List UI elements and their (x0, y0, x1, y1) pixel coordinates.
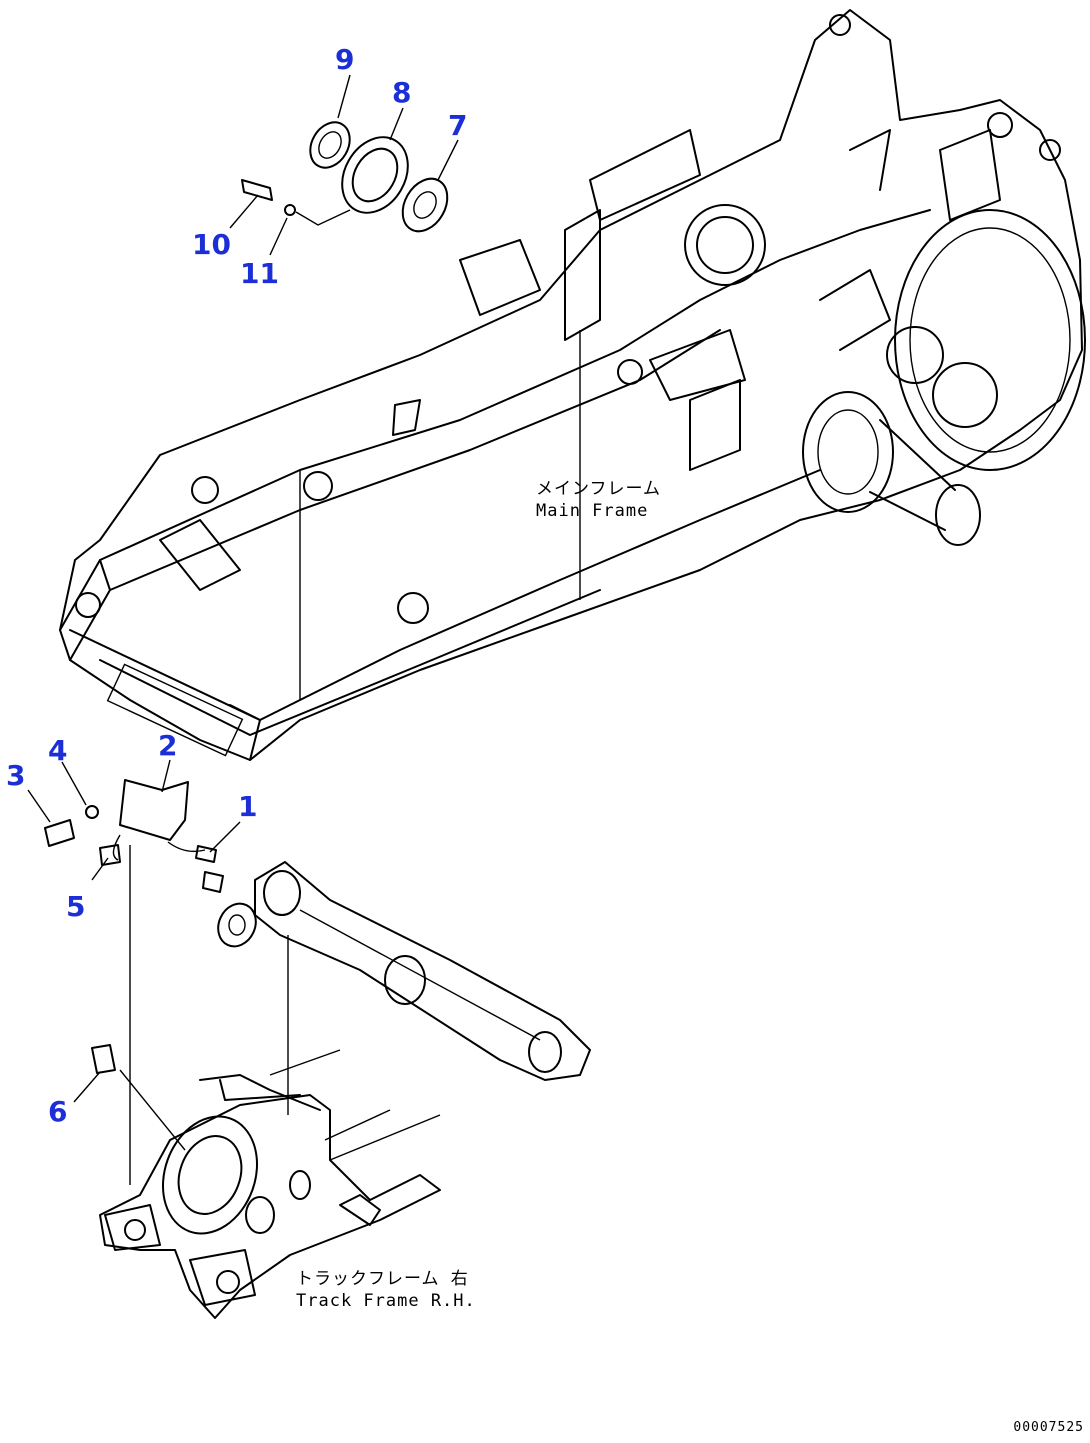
callout-5: 5 (66, 890, 86, 923)
callout-3: 3 (6, 759, 26, 792)
equalizer-bar-drawing (254, 861, 591, 1081)
track-frame-drawing (99, 1049, 441, 1319)
parts-1-6-drawing (27, 759, 289, 1185)
parts-7-11-drawing (229, 74, 459, 256)
document-code: 00007525 (1013, 1420, 1084, 1435)
callout-6: 6 (48, 1095, 68, 1128)
track-frame-label-jp: トラックフレーム 右 (296, 1269, 469, 1289)
callout-10: 10 (192, 228, 231, 261)
main-frame-label: メインフレーム Main Frame (536, 478, 661, 522)
callout-8: 8 (392, 76, 412, 109)
callout-7: 7 (448, 109, 468, 142)
callout-1: 1 (238, 790, 258, 823)
callout-2: 2 (158, 729, 178, 762)
main-frame-label-jp: メインフレーム (536, 479, 661, 499)
callout-11: 11 (240, 257, 279, 290)
track-frame-label-en: Track Frame R.H. (296, 1291, 476, 1311)
main-frame-drawing (59, 9, 1086, 761)
main-frame-label-en: Main Frame (536, 501, 649, 521)
callout-4: 4 (48, 734, 68, 767)
callout-9: 9 (335, 43, 355, 76)
track-frame-label: トラックフレーム 右 Track Frame R.H. (296, 1268, 476, 1312)
